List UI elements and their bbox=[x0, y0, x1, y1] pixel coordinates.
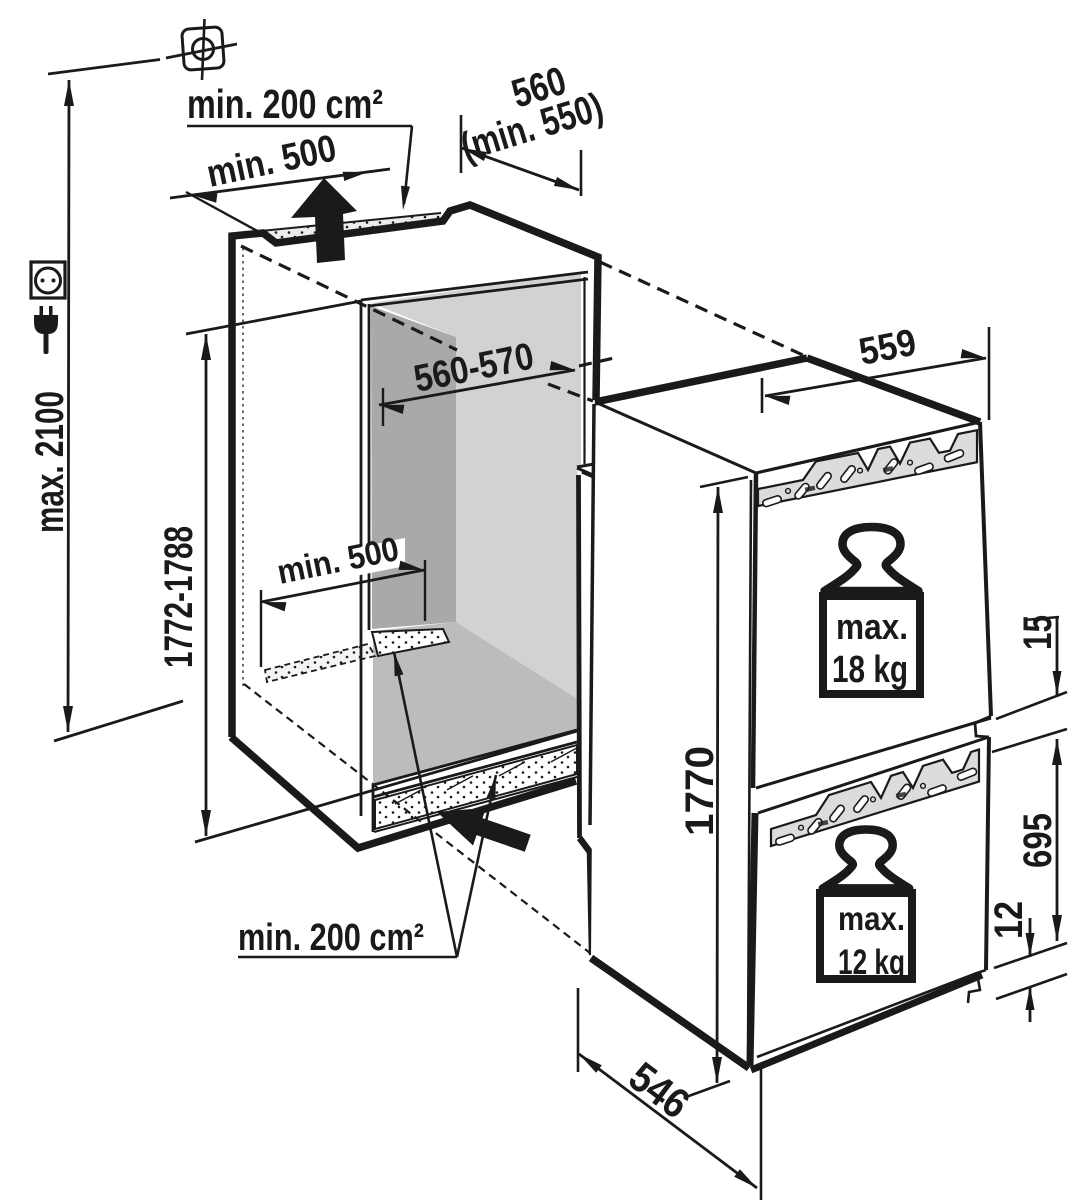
svg-text:max.: max. bbox=[838, 900, 905, 937]
svg-text:1770: 1770 bbox=[678, 746, 722, 836]
svg-text:695: 695 bbox=[1016, 813, 1060, 868]
svg-text:12: 12 bbox=[987, 901, 1031, 939]
svg-text:min. 200 cm²: min. 200 cm² bbox=[187, 81, 383, 127]
svg-text:min. 200 cm²: min. 200 cm² bbox=[238, 917, 424, 959]
svg-text:18 kg: 18 kg bbox=[832, 649, 908, 691]
svg-text:12 kg: 12 kg bbox=[838, 943, 905, 982]
svg-text:max. 2100: max. 2100 bbox=[28, 391, 72, 533]
svg-text:max.: max. bbox=[836, 606, 908, 647]
svg-text:1772-1788: 1772-1788 bbox=[157, 526, 201, 668]
svg-text:15: 15 bbox=[1016, 615, 1060, 650]
